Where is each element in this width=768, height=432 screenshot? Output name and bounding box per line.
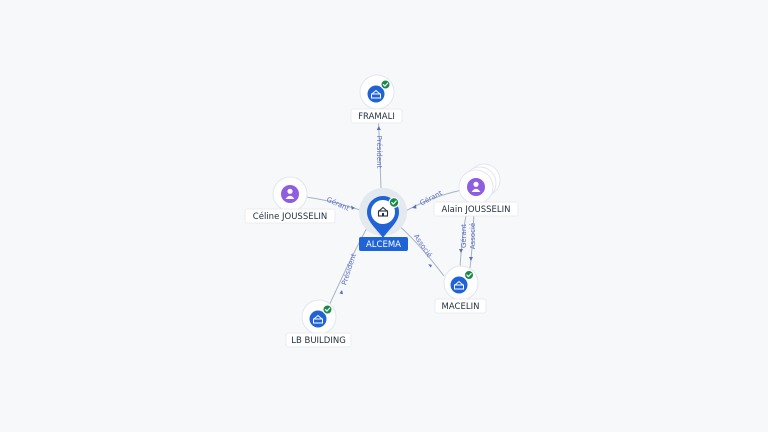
node-badge <box>371 200 395 224</box>
node-framali[interactable]: FRAMALI <box>350 74 403 124</box>
node-label: MACELIN <box>442 302 480 312</box>
node-label: LB BUILDING <box>291 336 346 346</box>
arrow-icon <box>459 249 463 253</box>
node-label: Alain JOUSSELIN <box>441 205 510 215</box>
node-lb-building[interactable]: LB BUILDING <box>285 299 352 348</box>
node-label: FRAMALI <box>358 112 395 122</box>
node-badge <box>467 178 485 196</box>
arrow-icon <box>339 290 343 295</box>
edge-label: Gérant <box>460 224 468 248</box>
node-label-box <box>244 208 336 224</box>
node-label-box <box>434 298 487 314</box>
person-icon <box>471 181 481 192</box>
check-badge-icon <box>380 79 391 90</box>
arrow-icon <box>412 204 417 209</box>
node-macelin[interactable]: MACELIN <box>434 265 487 314</box>
building-icon <box>371 89 381 99</box>
building-icon <box>454 280 464 290</box>
node-label: Céline JOUSSELIN <box>253 211 327 222</box>
arrow-icon <box>351 205 355 210</box>
edge-label: Associé <box>469 223 477 249</box>
building-icon <box>377 206 389 217</box>
edge-label: Président <box>375 136 383 169</box>
check-badge-icon <box>463 269 475 281</box>
node-label: ALCEMA <box>366 240 401 250</box>
node-label-box <box>359 237 408 251</box>
node-label-box <box>350 108 403 124</box>
edge-label: Président <box>340 252 358 286</box>
edge-label: Associé <box>412 233 433 259</box>
check-badge-icon <box>388 197 400 208</box>
node-alcema-center[interactable]: ALCEMA <box>359 188 408 251</box>
node-celine-jousselin[interactable]: Céline JOUSSELIN <box>244 176 336 224</box>
node-badge <box>281 185 299 203</box>
arrow-icon <box>376 126 381 130</box>
person-icon <box>285 188 295 199</box>
arrow-icon <box>469 257 473 261</box>
building-icon <box>313 314 323 324</box>
arrow-icon <box>428 264 432 268</box>
check-badge-icon <box>322 304 333 315</box>
node-label-box <box>285 332 352 348</box>
node-alain-jousselin[interactable]: Alain JOUSSELIN <box>433 163 519 217</box>
node-label-box <box>433 201 519 217</box>
